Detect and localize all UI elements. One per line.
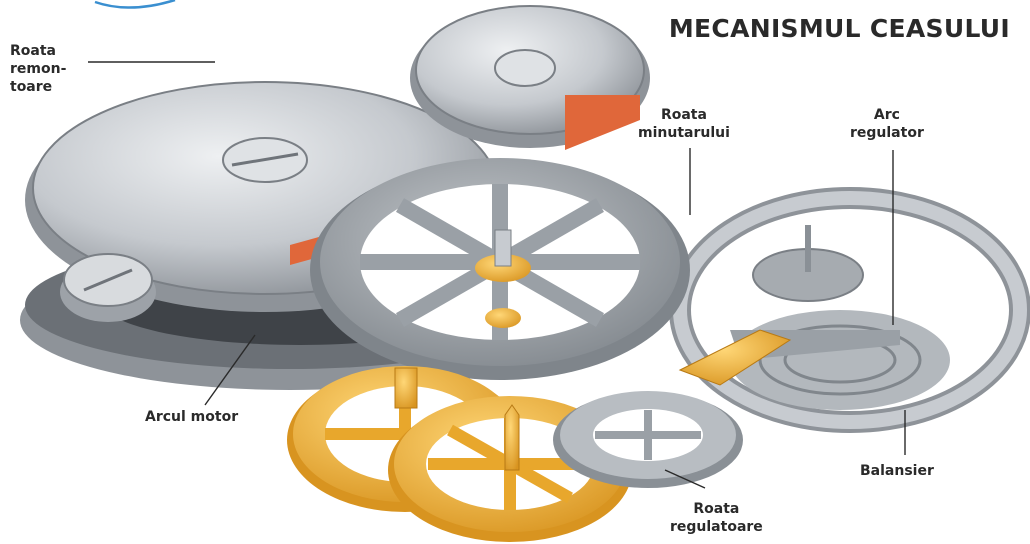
label-balansier: Balansier: [860, 462, 934, 480]
label-roata-remontoare: Roata remon- toare: [10, 42, 66, 96]
winding-screw: [60, 254, 156, 322]
page-title: MECANISMUL CEASULUI: [669, 14, 1010, 43]
label-arc-regulator: Arc regulator: [850, 106, 924, 142]
decorative-blue-arc: [95, 0, 175, 8]
label-arcul-motor: Arcul motor: [145, 408, 238, 426]
label-roata-regulatoare: Roata regulatoare: [670, 500, 763, 536]
escape-wheel: [553, 391, 743, 488]
label-roata-minutarului: Roata minutarului: [638, 106, 730, 142]
balance-wheel: [680, 198, 1020, 422]
